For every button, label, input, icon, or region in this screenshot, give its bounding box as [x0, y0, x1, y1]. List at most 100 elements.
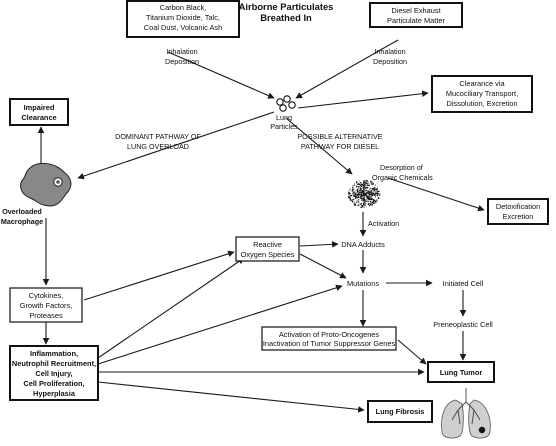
- edges: [37, 39, 485, 413]
- cloud-speck: [365, 181, 367, 183]
- cloud-speck: [357, 191, 359, 192]
- node-clearance: Clearance via Mucociliary Transport, Dis…: [431, 75, 533, 113]
- label-alternative-2: PATHWAY FOR DIESEL: [301, 142, 379, 151]
- cloud-speck: [356, 196, 358, 199]
- cloud-speck: [370, 182, 372, 184]
- clearance-line-1: Clearance via: [459, 79, 505, 88]
- cloud-speck: [353, 202, 356, 204]
- cloud-speck: [353, 201, 355, 203]
- cloud-speck: [373, 191, 375, 193]
- cloud-speck: [359, 189, 362, 191]
- cloud-speck: [362, 202, 364, 205]
- source-diesel-line-2: Particulate Matter: [387, 16, 445, 25]
- cytokines-line-2: Growth Factors,: [20, 301, 73, 310]
- label-inhalation-right-2: Deposition: [373, 57, 407, 66]
- cloud-speck: [373, 203, 375, 205]
- cloud-speck: [375, 201, 377, 203]
- edge-desorption-to-detox: [387, 177, 485, 212]
- edge-oncogenes-to-tumor: [397, 339, 427, 365]
- diagram-title: Airborne Particulates Breathed In: [239, 1, 334, 23]
- node-mutations: Mutations: [347, 279, 379, 288]
- cloud-speck: [370, 198, 373, 201]
- cloud-speck: [377, 191, 379, 192]
- cloud-speck: [354, 194, 356, 197]
- cloud-speck: [353, 188, 355, 190]
- cloud-speck: [368, 202, 371, 205]
- cloud-speck: [377, 197, 380, 199]
- cloud-speck: [364, 187, 367, 190]
- cloud-speck: [376, 192, 378, 194]
- node-reactive-oxygen-species: Reactive Oxygen Species: [235, 236, 300, 262]
- cloud-speck: [376, 199, 378, 201]
- cloud-speck: [355, 192, 357, 194]
- cloud-speck: [368, 182, 370, 184]
- cloud-speck: [372, 200, 375, 202]
- cloud-speck: [369, 203, 372, 206]
- cloud-speck: [358, 188, 360, 190]
- cloud-speck: [366, 192, 368, 195]
- node-preneoplastic-cell: Preneoplastic Cell: [433, 320, 493, 329]
- source-box-carbon: Carbon Black, Titanium Dioxide, Talc, Co…: [126, 0, 240, 38]
- cloud-speck: [364, 196, 366, 198]
- cloud-speck: [351, 200, 354, 202]
- cloud-speck: [360, 203, 362, 205]
- node-lung-tumor: Lung Tumor: [427, 361, 495, 383]
- cloud-speck: [366, 184, 369, 187]
- cloud-speck: [362, 192, 365, 194]
- cloud-speck: [369, 200, 372, 203]
- cloud-speck: [361, 195, 363, 197]
- cloud-speck: [372, 184, 374, 186]
- source-carbon-line-3: Coal Dust, Volcanic Ash: [144, 23, 222, 32]
- cloud-speck: [353, 203, 355, 206]
- cloud-speck: [360, 206, 363, 209]
- cloud-speck: [379, 195, 381, 197]
- cloud-speck: [363, 182, 365, 185]
- macrophage-line-2: Macrophage: [1, 217, 43, 226]
- edge-inflammation-to-mutations: [97, 284, 343, 365]
- cloud-speck: [370, 188, 371, 190]
- label-inhalation-right-1: Inhalation: [374, 47, 405, 56]
- lung-tumor-label: Lung Tumor: [440, 368, 483, 377]
- cloud-speck: [377, 192, 380, 195]
- cloud-speck: [355, 185, 358, 188]
- cloud-speck: [357, 204, 360, 207]
- cloud-speck: [360, 186, 362, 188]
- ros-line-1: Reactive: [253, 240, 282, 249]
- edge-carbon-to-particles: [167, 51, 275, 99]
- edge-inflammation-to-fibrosis: [97, 381, 365, 413]
- cloud-speck: [372, 182, 374, 185]
- cloud-speck: [360, 193, 362, 195]
- cloud-speck: [352, 199, 354, 201]
- cloud-speck: [366, 182, 368, 185]
- cloud-speck: [364, 183, 366, 185]
- cloud-speck: [354, 197, 357, 200]
- cloud-speck: [371, 194, 374, 197]
- edge-ros-to-mutations: [299, 253, 347, 279]
- edge-inflammation-to-ros: [97, 257, 245, 359]
- cloud-speck: [376, 190, 379, 193]
- cloud-speck: [366, 180, 367, 182]
- cloud-speck: [370, 190, 373, 192]
- cloud-speck: [362, 195, 364, 197]
- cloud-speck: [360, 199, 362, 201]
- lung-particles-line-1: Lung: [276, 113, 292, 122]
- cloud-speck: [372, 189, 374, 191]
- cloud-speck: [364, 191, 365, 193]
- cloud-speck: [354, 183, 355, 184]
- particle-cluster-icon: [276, 95, 296, 112]
- cloud-speck: [349, 189, 351, 191]
- cloud-speck: [358, 194, 359, 196]
- cloud-speck: [366, 196, 368, 198]
- cloud-speck: [359, 191, 361, 193]
- cloud-speck: [356, 192, 358, 194]
- cloud-speck: [359, 181, 362, 184]
- cloud-speck: [369, 180, 372, 183]
- cloud-speck: [358, 183, 361, 186]
- cloud-speck: [374, 188, 377, 191]
- cloud-speck: [366, 195, 368, 197]
- cloud-speck: [364, 183, 366, 185]
- label-inhalation-left-2: Deposition: [165, 57, 199, 66]
- lung-fibrosis-label: Lung Fibrosis: [376, 407, 425, 416]
- cloud-speck: [366, 200, 368, 202]
- cloud-speck: [371, 183, 373, 185]
